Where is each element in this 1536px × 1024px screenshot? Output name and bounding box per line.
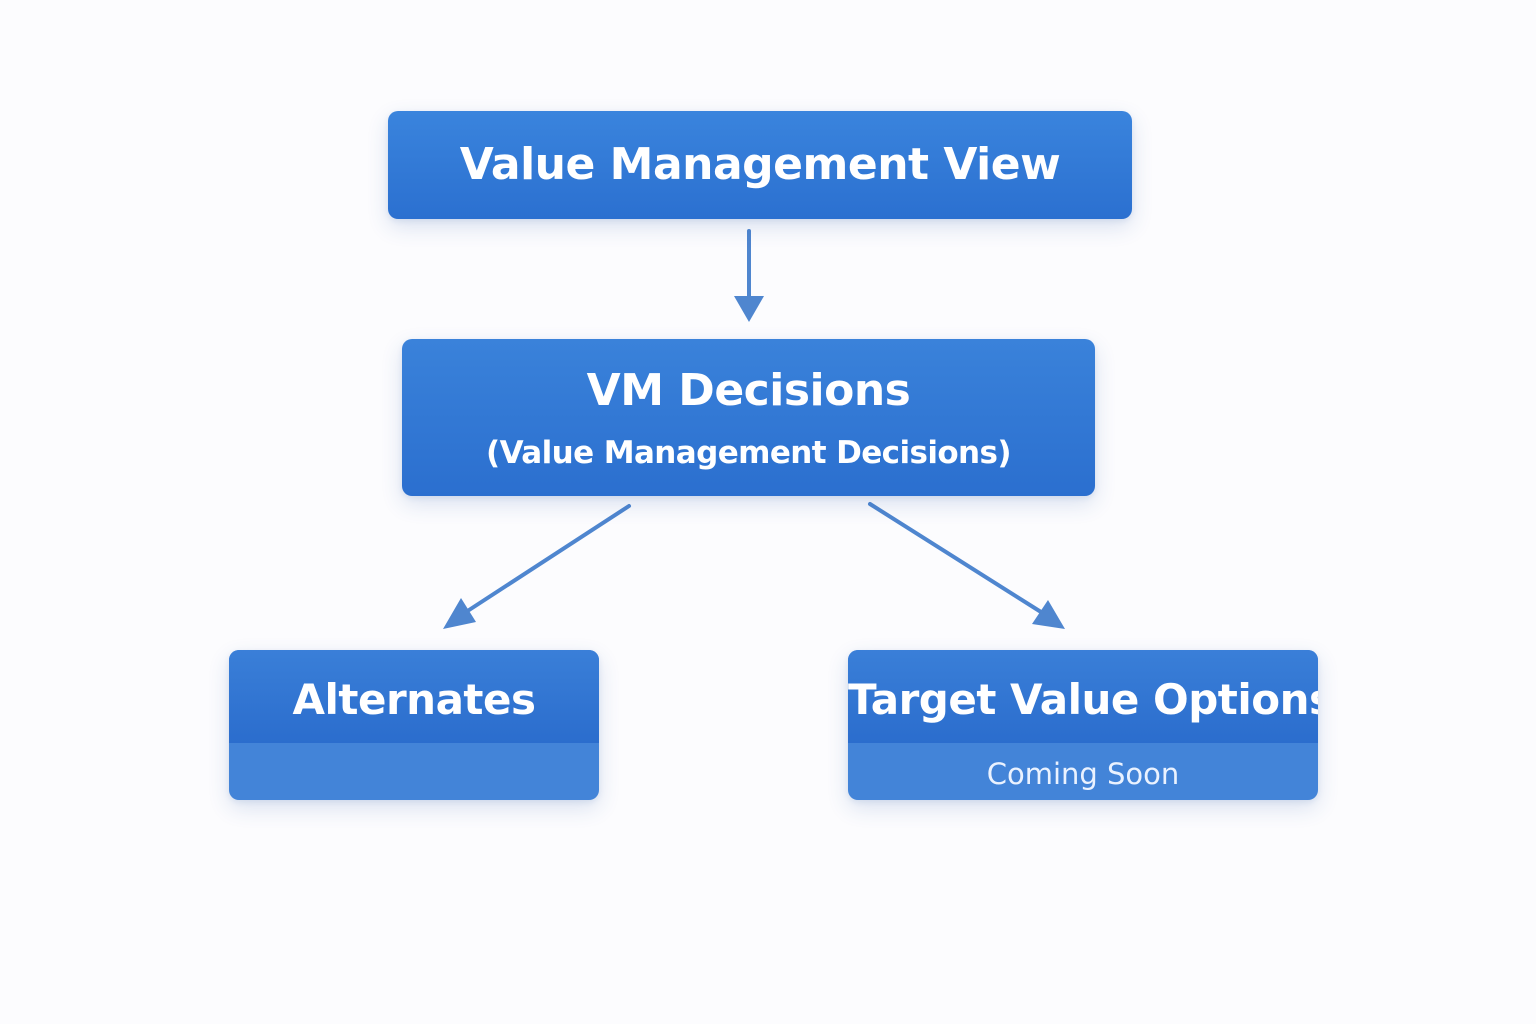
node-note: Coming Soon xyxy=(986,757,1180,791)
node-header-band xyxy=(229,650,599,743)
node-title: Target Value Options xyxy=(848,675,1318,724)
node-subtitle: (Value Management Decisions) xyxy=(486,435,1012,471)
node-vm-decisions: VM Decisions (Value Management Decisions… xyxy=(402,339,1095,496)
arrow-head xyxy=(1032,600,1065,629)
node-title: Value Management View xyxy=(459,139,1061,190)
arrow-head xyxy=(734,296,764,322)
node-alternates: Alternates xyxy=(229,650,599,800)
arrow-shaft xyxy=(464,504,631,614)
node-title: Alternates xyxy=(292,675,536,724)
node-header-band xyxy=(848,650,1318,743)
arrow-top-to-middle xyxy=(734,229,764,322)
arrow-middle-to-right xyxy=(868,502,1065,629)
node-title: VM Decisions xyxy=(586,365,911,416)
arrow-head xyxy=(443,598,476,629)
node-target-value-options: Target Value Options Coming Soon xyxy=(848,650,1318,800)
node-note xyxy=(229,743,599,800)
node-value-management-view: Value Management View xyxy=(388,111,1132,219)
arrow-shaft xyxy=(868,502,1043,614)
arrow-middle-to-left xyxy=(443,504,631,629)
